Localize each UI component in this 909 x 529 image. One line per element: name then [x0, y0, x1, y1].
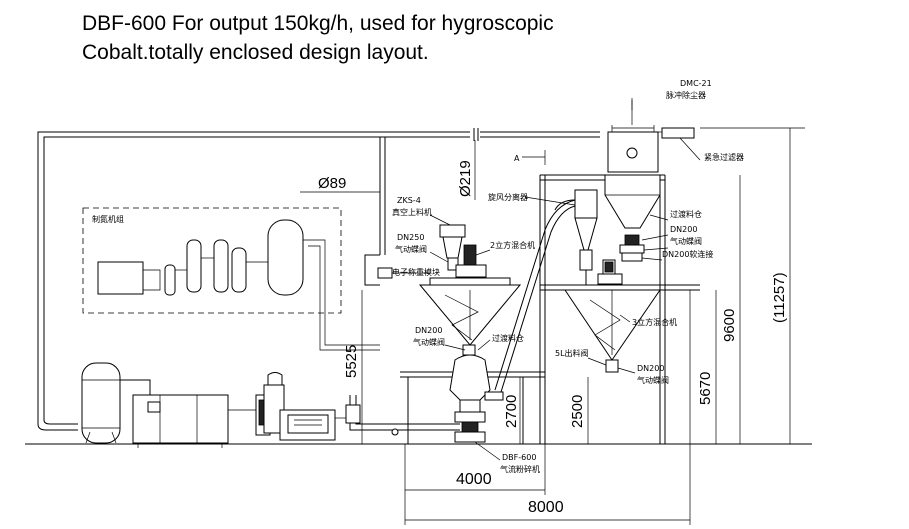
- dim-2700: 2700: [503, 395, 520, 428]
- vacuum-loader: [439, 224, 466, 271]
- electronic-scale: [377, 267, 430, 279]
- dn200-soft-label: DN200软连接: [662, 249, 713, 259]
- dryer-column: [228, 372, 285, 436]
- zks-cn-label: 真空上料机: [392, 207, 432, 217]
- valve-left-label: 气动蝶阀: [413, 337, 445, 347]
- dbf-cn-label: 气流粉碎机: [500, 464, 540, 474]
- dim-pipe-dia: Ø89: [318, 175, 346, 192]
- dmc-cn-label: 脉冲除尘器: [666, 90, 706, 100]
- inclined-conveyor: [494, 199, 576, 393]
- dimension-lines: [300, 127, 805, 525]
- mixer-3-label: 3立方混合机: [632, 317, 677, 327]
- mixer-2-cubic: [418, 244, 522, 346]
- mixer-3-cubic: [564, 259, 661, 373]
- dbf-label: DBF-600: [502, 453, 536, 462]
- dmc-label: DMC-21: [680, 79, 712, 88]
- nitrogen-unit-label: 制氮机组: [92, 214, 124, 224]
- diagram-title-line-1: DBF-600 For output 150kg/h, used for hyg…: [82, 12, 554, 35]
- nitrogen-unit-box: [82, 207, 342, 314]
- zks-label: ZKS-4: [397, 196, 421, 205]
- dim-11257: (11257): [771, 272, 788, 323]
- mixer-2-label: 2立方混合机: [490, 240, 535, 250]
- compressor-units: [132, 394, 229, 448]
- feed-pipe: [345, 395, 460, 436]
- section-marker-a: A: [514, 150, 546, 165]
- dim-4000: 4000: [456, 471, 492, 488]
- dn250-label: DN250: [397, 233, 424, 242]
- dn200-left-label: DN200: [415, 326, 442, 335]
- transition-bin-left-label: 过渡料仓: [492, 333, 524, 343]
- dim-8000: 8000: [528, 499, 564, 516]
- jet-mill: [449, 344, 504, 443]
- dim-5525: 5525: [343, 345, 360, 378]
- emergency-filter-label: 紧急过滤器: [704, 152, 744, 162]
- dim-2500: 2500: [569, 395, 586, 428]
- control-panel: [279, 409, 350, 441]
- discharge-valve-label: 5L出料阀: [555, 348, 589, 358]
- transition-bin-right: [604, 174, 661, 262]
- dn200-right-1-label: DN200: [670, 225, 697, 234]
- nitrogen-unit-equipment: [97, 219, 380, 351]
- dn200-right-2-label: DN200: [637, 364, 664, 373]
- valve-right-2-label: 气动蝶阀: [637, 375, 669, 385]
- dim-219: Ø219: [457, 160, 474, 197]
- dust-collector: [607, 98, 701, 173]
- vertical-pipe-left: [364, 137, 386, 286]
- dim-9600: 9600: [721, 309, 738, 342]
- air-receiver-tank: [81, 362, 151, 444]
- cyclone-separator: [554, 189, 598, 285]
- diagram-title-line-2: Cobalt.totally enclosed design layout.: [82, 41, 429, 64]
- cyclone-label: 旋风分离器: [488, 192, 528, 202]
- top-pipe: [37, 128, 600, 431]
- svg-text:A: A: [514, 154, 520, 163]
- transition-bin-right-label: 过渡料仓: [670, 209, 702, 219]
- scale-label: 电子称重模块: [392, 267, 440, 277]
- dim-5670: 5670: [697, 372, 714, 405]
- valve-right-1-label: 气动蝶阀: [670, 236, 702, 246]
- leader-lines: [429, 100, 669, 461]
- valve-250-label: 气动蝶阀: [395, 244, 427, 254]
